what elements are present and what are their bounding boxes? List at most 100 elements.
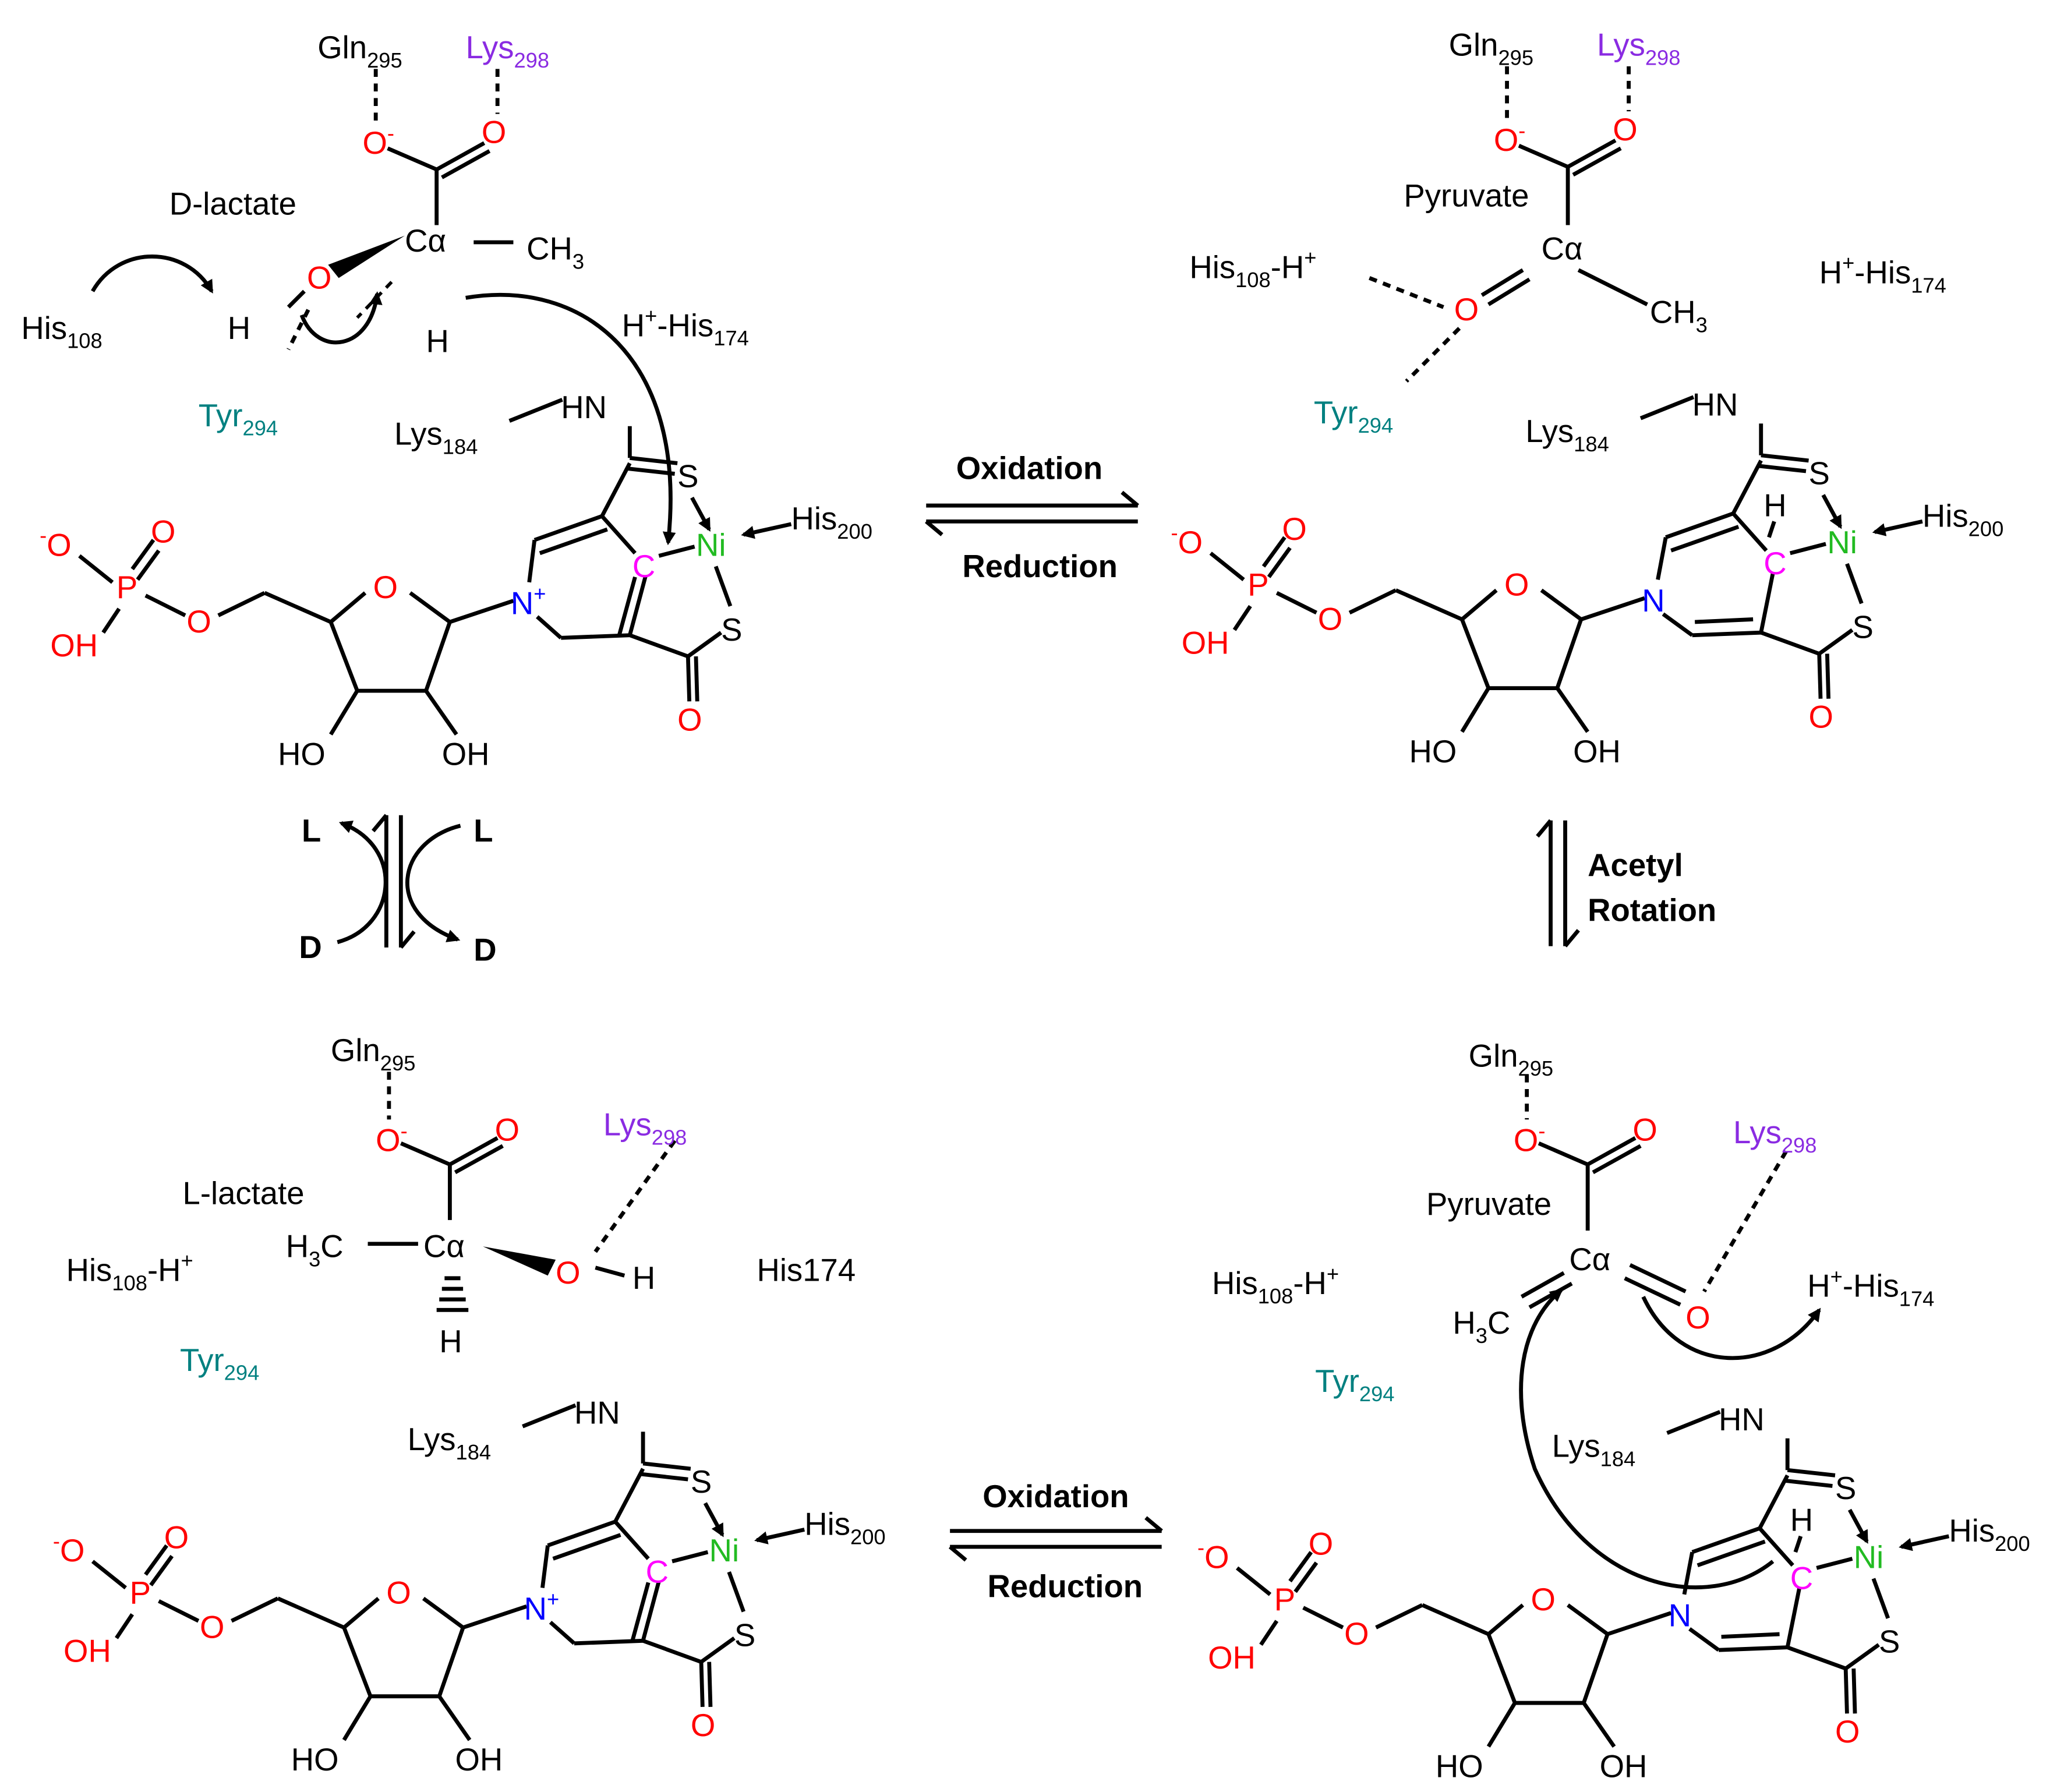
phosphate-oh: OH	[50, 628, 98, 663]
keto-o: O	[1685, 1300, 1710, 1335]
nickel-label: Ni	[696, 527, 726, 563]
phosphate-o-minus: -O	[1197, 1536, 1229, 1575]
h-his174-label: H+-His174	[1807, 1264, 1934, 1311]
oxidation-label-top: Oxidation	[956, 451, 1102, 486]
ch3-label: CH3	[526, 231, 584, 274]
coordination-arrows	[703, 1502, 805, 1544]
carbonyl-o: O	[1632, 1112, 1657, 1148]
ribose-o: O	[1531, 1582, 1555, 1617]
carboxylate-o-minus: O-	[1514, 1119, 1546, 1158]
coordination-arrows	[1847, 1508, 1950, 1551]
thioamide-s: S	[677, 458, 698, 494]
ribose-oh-left: HO	[278, 736, 326, 772]
tyr294-label: Tyr294	[1315, 1363, 1394, 1406]
lys184-label: Lys184	[408, 1422, 491, 1464]
thioester-o: O	[1809, 699, 1833, 735]
nickel-label: Ni	[1827, 525, 1857, 560]
his108-label: His108	[21, 310, 102, 353]
c-alpha-label: Cα	[423, 1228, 465, 1264]
thioamide-s: S	[691, 1464, 712, 1500]
bonds	[91, 1403, 745, 1741]
c-alpha-label: Cα	[1542, 231, 1583, 267]
ribose-oh-left: HO	[291, 1742, 339, 1777]
racemization-arrows	[337, 814, 461, 949]
reduction-label-top: Reduction	[962, 549, 1118, 584]
curved-arrows	[1519, 1288, 1821, 1590]
carbanion-c: C	[632, 549, 655, 584]
his108-h-label: His108-H+	[1189, 246, 1316, 292]
cofactor-bottom-right: Lys184 HN S H Ni His200 C N S O O HO OH …	[1197, 1402, 2030, 1784]
phosphorus-p: P	[116, 570, 137, 605]
c-alpha-label: Cα	[1569, 1242, 1610, 1277]
his200-label: His200	[1949, 1513, 2030, 1556]
carbonyl-o: O	[1613, 112, 1637, 147]
ribose-oh-left: HO	[1436, 1748, 1483, 1784]
phosphorus-p: P	[130, 1575, 151, 1611]
phosphate-o-minus: -O	[1171, 521, 1203, 560]
his108-h-label: His108-H+	[1212, 1261, 1339, 1308]
carboxylate-o-minus: O-	[362, 121, 394, 161]
bonds	[367, 1072, 677, 1278]
tyr294-label: Tyr294	[1314, 395, 1393, 437]
ribose-oh-right: OH	[1573, 734, 1621, 769]
bonds	[1209, 66, 1864, 733]
phosphate-oh: OH	[1182, 625, 1229, 661]
lys298-label: Lys298	[603, 1107, 687, 1149]
phosphorus-p: P	[1247, 567, 1268, 603]
his108-h-label: His108-H+	[66, 1249, 193, 1295]
tyr294-label: Tyr294	[199, 398, 278, 440]
ribose-o: O	[386, 1575, 411, 1611]
coordination-arrows	[690, 496, 792, 539]
panel-pyruvate-rotated: Gln295 Lys298 O- O Pyruvate Cα O H3C His…	[1212, 1038, 1934, 1590]
ester-o: O	[186, 604, 211, 639]
hash-bond	[436, 1276, 469, 1312]
phosphate-oh: OH	[1208, 1640, 1256, 1676]
lys184-label: Lys184	[394, 416, 478, 459]
lys298-label: Lys298	[1733, 1115, 1816, 1157]
h3c-label: H3C	[286, 1228, 344, 1271]
h3c-label: H3C	[1452, 1305, 1510, 1348]
hydride-h: H	[1790, 1503, 1813, 1538]
thioester-s: S	[734, 1617, 755, 1653]
bonds	[1235, 1410, 1890, 1748]
ribose-o: O	[1504, 567, 1529, 603]
pyruvate-label: Pyruvate	[1426, 1186, 1551, 1222]
ch3-label: CH3	[1650, 295, 1708, 337]
thioamide-s: S	[1835, 1471, 1856, 1506]
gln295-label: Gln295	[317, 30, 402, 72]
oxidation-label-bottom: Oxidation	[982, 1479, 1129, 1514]
ribose-oh-left: HO	[1409, 734, 1457, 769]
dihydropyridine-n: N	[1642, 583, 1664, 618]
phosphate-o-double: O	[1309, 1526, 1333, 1562]
tyr294-label: Tyr294	[180, 1342, 259, 1385]
l-label-right: L	[473, 813, 493, 849]
panel-d-lactate: Gln295 Lys298 O- O D-lactate Cα CH3 His1…	[21, 30, 872, 772]
l-label-left: L	[302, 813, 321, 849]
lys184-label: Lys184	[1552, 1429, 1635, 1471]
d-label-right: D	[473, 932, 496, 968]
gln295-label: Gln295	[1469, 1038, 1553, 1080]
phosphate-o-minus: -O	[53, 1529, 85, 1568]
his200-label: His200	[1922, 498, 2003, 540]
hydroxyl-h: H	[632, 1260, 655, 1296]
thioester-o: O	[1835, 1714, 1860, 1749]
amide-hn: HN	[574, 1395, 620, 1431]
carbanion-c: C	[646, 1554, 669, 1589]
reduction-label-bottom: Reduction	[988, 1568, 1143, 1604]
carbonyl-o: O	[482, 115, 506, 150]
panel-l-lactate: Gln295 Lys298 O- O L-lactate H3C Cα O H …	[66, 1033, 856, 1385]
thioester-s: S	[1879, 1624, 1900, 1660]
carbanion-c: C	[1790, 1561, 1813, 1596]
thioester-s: S	[721, 612, 742, 648]
dihydropyridine-n: N	[1669, 1597, 1691, 1633]
thioester-s: S	[1853, 609, 1874, 645]
equilibrium-bottom	[948, 1516, 1163, 1562]
gln295-label: Gln295	[331, 1033, 415, 1075]
gln295-label: Gln295	[1449, 27, 1533, 70]
ribose-oh-right: OH	[455, 1742, 503, 1777]
acetyl-label: Acetyl	[1588, 847, 1683, 883]
phosphate-o-double: O	[164, 1519, 189, 1555]
curved-arrows	[91, 255, 676, 546]
panel-pyruvate-top: Gln295 Lys298 O- O Pyruvate Cα His108-H+…	[1171, 27, 2004, 769]
